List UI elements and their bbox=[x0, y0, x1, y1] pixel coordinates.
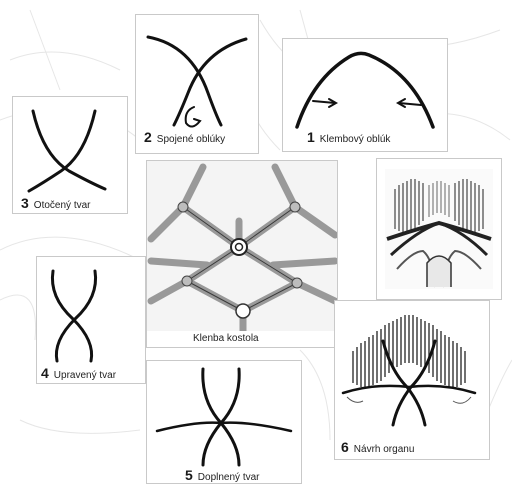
step-number-3: 3 bbox=[21, 195, 29, 211]
panel-navrh-organu: 6 Návrh organu bbox=[334, 300, 490, 460]
vault-caption: Klenba kostola bbox=[193, 333, 259, 344]
step-number-2: 2 bbox=[144, 129, 152, 145]
label-step-3: 3 Otočený tvar bbox=[21, 195, 91, 211]
step-caption-4: Upravený tvar bbox=[54, 370, 116, 381]
step-caption-2: Spojené oblúky bbox=[157, 134, 225, 145]
panel-spojene-obluky: 2 Spojené oblúky bbox=[135, 14, 259, 154]
panel-doplneny-tvar: 5 Doplnený tvar bbox=[146, 360, 302, 484]
label-step-6: 6 Návrh organu bbox=[341, 439, 414, 455]
panel-organ-photo bbox=[376, 158, 502, 300]
panel-upraveny-tvar: 4 Upravený tvar bbox=[36, 256, 146, 384]
label-step-4: 4 Upravený tvar bbox=[41, 365, 116, 381]
step-number-6: 6 bbox=[341, 439, 349, 455]
panel-otoceny-tvar: 3 Otočený tvar bbox=[12, 96, 128, 214]
church-vault-drawing bbox=[147, 161, 337, 331]
panel-klenba-kostola: Klenba kostola bbox=[146, 160, 338, 348]
label-vault: Klenba kostola bbox=[193, 333, 259, 344]
label-step-2: 2 Spojené oblúky bbox=[144, 129, 225, 145]
organ-photo-drawing bbox=[377, 159, 501, 299]
step-number-5: 5 bbox=[185, 467, 193, 483]
step-caption-5: Doplnený tvar bbox=[198, 472, 260, 483]
panel-klembovy-obluk: 1 Klembový oblúk bbox=[282, 38, 448, 152]
label-step-5: 5 Doplnený tvar bbox=[185, 467, 260, 483]
step-caption-3: Otočený tvar bbox=[34, 200, 91, 211]
step-caption-6: Návrh organu bbox=[354, 444, 415, 455]
organ-design-drawing bbox=[335, 301, 491, 441]
step-number-4: 4 bbox=[41, 365, 49, 381]
step-caption-1: Klembový oblúk bbox=[320, 134, 391, 145]
label-step-1: 1 Klembový oblúk bbox=[307, 129, 390, 145]
step-number-1: 1 bbox=[307, 129, 315, 145]
